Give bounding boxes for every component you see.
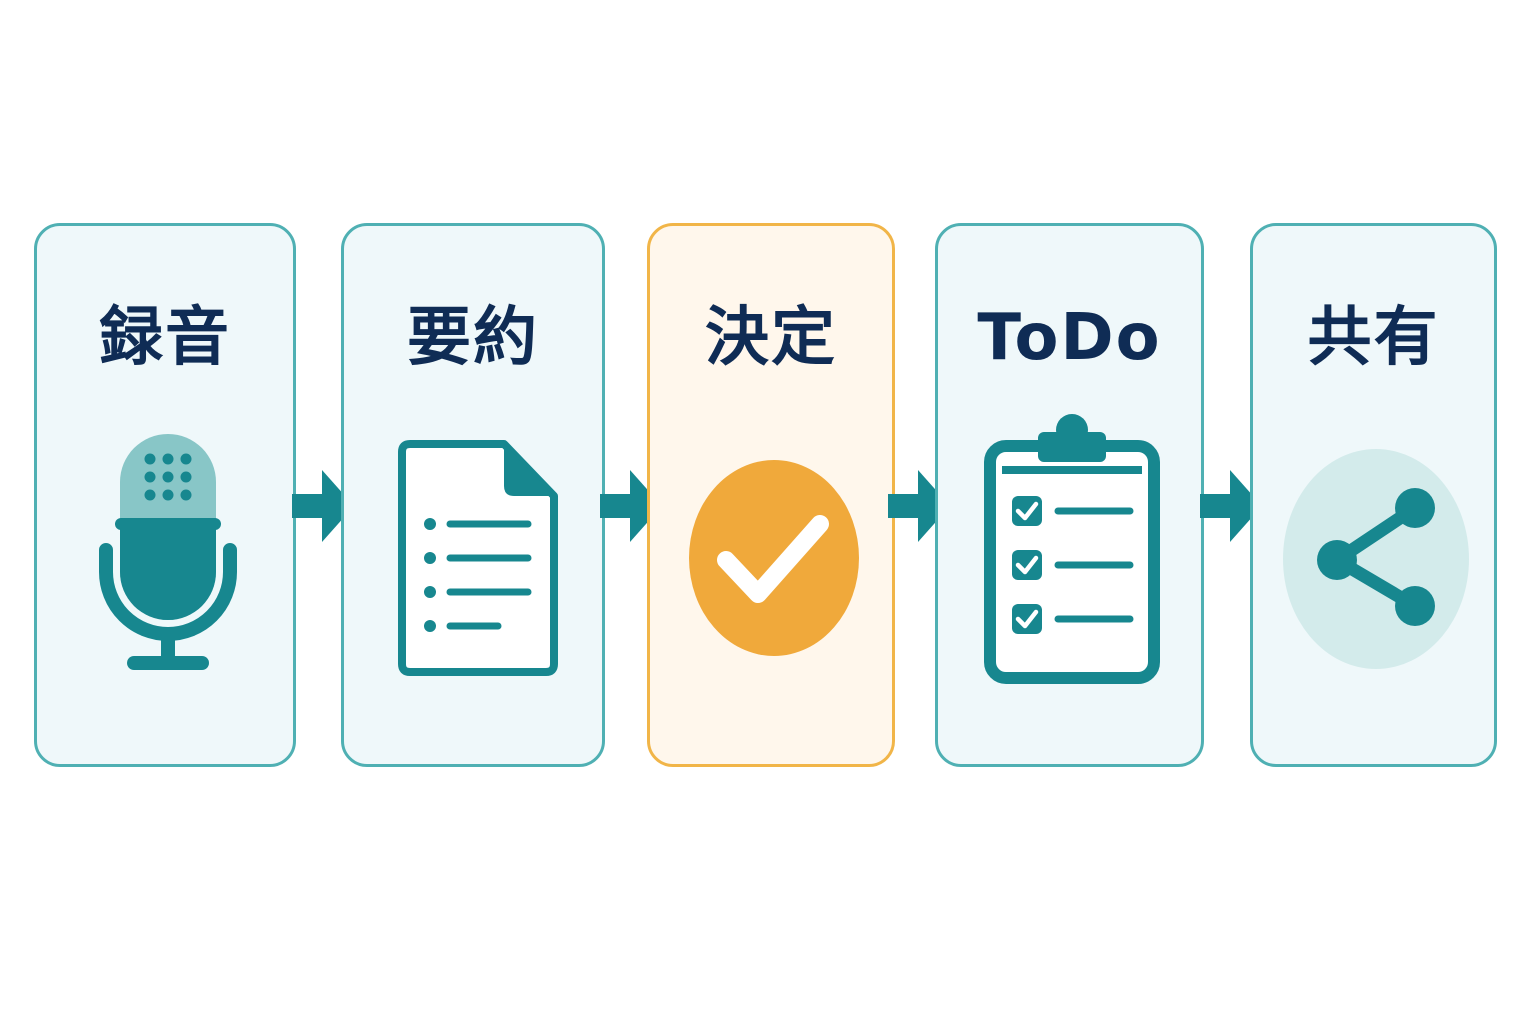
- step-card-summary: 要約: [341, 223, 605, 767]
- step-title-summary: 要約: [407, 301, 539, 375]
- check-circle-icon: [689, 460, 859, 656]
- step-title-todo: ToDo: [977, 301, 1162, 375]
- arrow-right-icon: [600, 470, 662, 542]
- arrow-right-icon: [888, 470, 950, 542]
- step-card-share: 共有: [1250, 223, 1497, 767]
- step-title-recording: 録音: [99, 301, 231, 375]
- clipboard-checklist-icon: [984, 414, 1160, 684]
- step-card-todo: ToDo: [935, 223, 1204, 767]
- step-card-decision: 決定: [647, 223, 895, 767]
- arrow-right-icon: [292, 470, 354, 542]
- arrow-right-icon: [1200, 470, 1262, 542]
- step-card-recording: 録音: [34, 223, 296, 767]
- step-title-decision: 決定: [705, 301, 837, 375]
- microphone-icon: [99, 434, 237, 670]
- step-title-share: 共有: [1307, 301, 1440, 375]
- share-icon: [1283, 449, 1469, 669]
- document-icon: [398, 440, 558, 676]
